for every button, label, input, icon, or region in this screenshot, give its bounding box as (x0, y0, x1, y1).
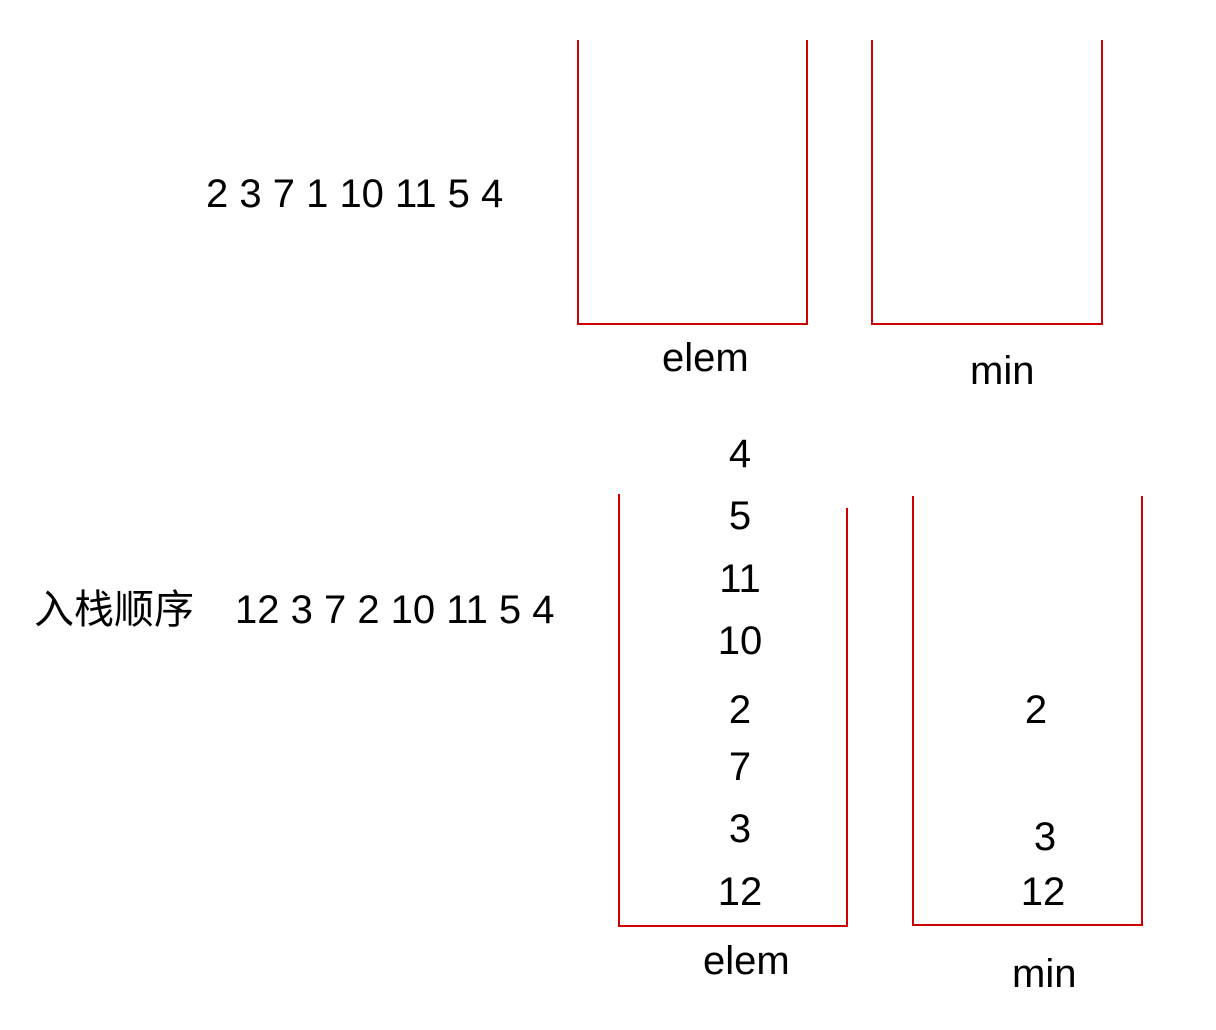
elem-item: 11 (719, 557, 761, 601)
elem-item: 7 (728, 745, 752, 789)
elem-item: 10 (717, 619, 763, 663)
top-min-label: min (970, 349, 1035, 393)
bottom-min-label: min (1012, 952, 1077, 996)
top-min-stack (871, 40, 1103, 325)
top-sequence: 2 3 7 1 10 11 5 4 (206, 172, 504, 216)
bottom-elem-stack-right-wall (846, 508, 848, 927)
elem-item: 3 (728, 807, 752, 851)
top-elem-stack (577, 40, 808, 325)
push-order-label: 入栈顺序 (34, 588, 194, 632)
bottom-sequence: 12 3 7 2 10 11 5 4 (235, 588, 555, 632)
elem-item: 5 (728, 494, 752, 538)
bottom-elem-label: elem (703, 939, 790, 983)
elem-item: 12 (717, 870, 763, 914)
bottom-elem-stack-base (618, 925, 848, 927)
elem-item: 4 (728, 432, 752, 476)
min-item: 12 (1020, 870, 1066, 914)
elem-item: 2 (728, 688, 752, 732)
min-item: 3 (1033, 815, 1057, 859)
bottom-elem-stack-left-wall (618, 494, 620, 927)
min-item: 2 (1024, 688, 1048, 732)
top-elem-label: elem (662, 336, 749, 380)
bottom-min-stack (912, 496, 1143, 926)
